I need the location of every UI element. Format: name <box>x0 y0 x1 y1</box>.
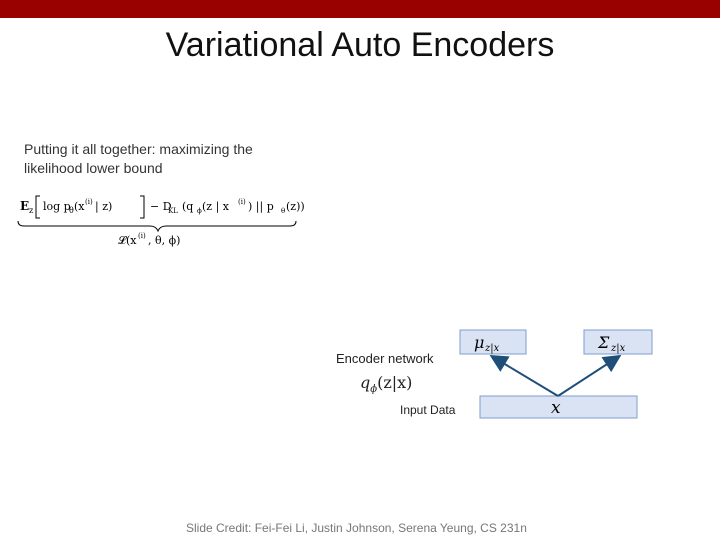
formula-bound: 𝓛(x <box>118 234 137 247</box>
intro-text: Putting it all together: maximizing the … <box>24 141 253 176</box>
formula-log-sup: (i) <box>85 198 93 206</box>
formula-underbrace <box>17 220 297 233</box>
formula-bound-sup: (i) <box>138 232 146 240</box>
encoder-math: qϕ(z|x) <box>360 373 412 395</box>
formula-expectation-sub: z <box>29 206 33 215</box>
formula-kl-tail-sub: θ <box>281 207 285 215</box>
sigma-box <box>583 329 653 355</box>
elbo-formula: E z log p θ (x (i) | z) − D KL (q ϕ (z |… <box>16 190 316 250</box>
formula-kl-end: (z)) <box>286 200 305 213</box>
sigma-subscript: z|x <box>610 343 626 354</box>
encoder-math-sub: ϕ <box>370 384 378 396</box>
formula-bound-tail: , θ, ϕ) <box>148 234 180 247</box>
mu-subscript: z|x <box>484 343 500 354</box>
encoder-math-tail: (z|x) <box>377 373 413 392</box>
arrow-to-sigma <box>557 354 622 397</box>
formula-kl-mid: (z | x <box>202 200 230 214</box>
formula-log-tail: | z) <box>95 200 112 214</box>
formula-log-sub: θ <box>69 206 74 215</box>
top-accent-bar <box>0 0 720 18</box>
formula-expectation: E <box>20 199 29 213</box>
formula-kl-arg-sub: ϕ <box>197 207 202 215</box>
arrow-to-mu <box>489 354 559 397</box>
encoder-math-q: q <box>360 373 371 392</box>
mu-box <box>459 329 527 355</box>
formula-log-arg: (x <box>74 200 85 213</box>
sigma-symbol: Σ <box>597 333 610 352</box>
input-data-label: Input Data <box>400 403 456 417</box>
formula-kl-sup: (i) <box>238 198 246 206</box>
formula-right-bracket <box>140 195 145 219</box>
slide-title: Variational Auto Encoders <box>165 26 555 64</box>
input-x-symbol: x <box>551 398 561 418</box>
encoder-network-label: Encoder network <box>336 351 434 366</box>
slide-credit: Slide Credit: Fei-Fei Li, Justin Johnson… <box>186 521 527 535</box>
formula-kl-tail: ) || p <box>248 200 274 214</box>
formula-left-bracket <box>35 195 40 219</box>
mu-symbol: μ <box>474 333 484 352</box>
formula-kl-arg: (q <box>182 200 193 213</box>
formula-kl-sub: KL <box>168 207 178 215</box>
formula-log-term: log p <box>43 200 71 213</box>
formula-kl: − D <box>150 200 172 213</box>
